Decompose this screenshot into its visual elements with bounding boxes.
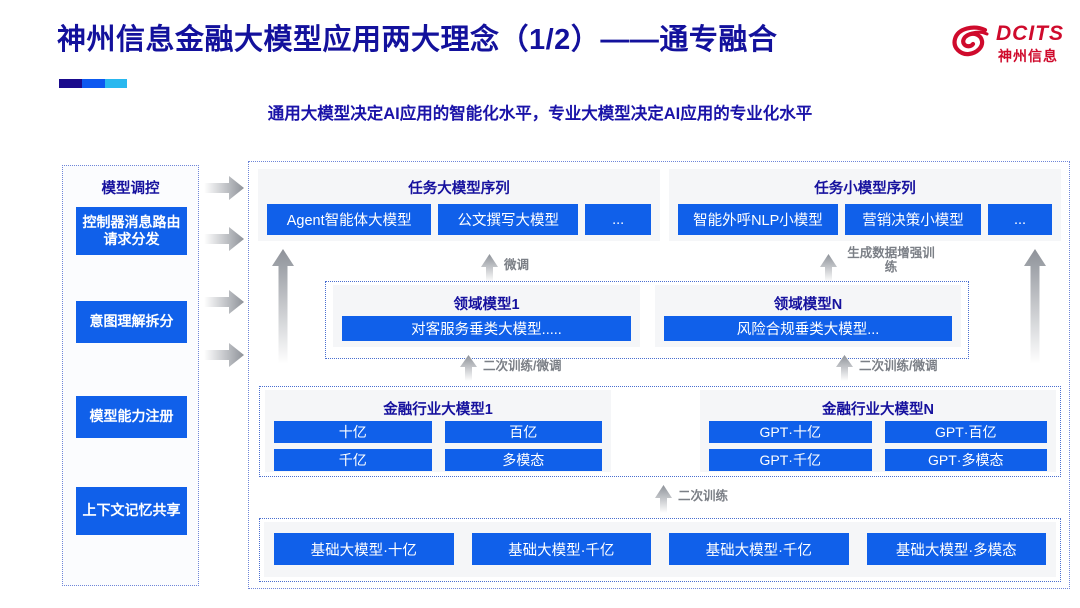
- domain-model-1-title: 领域模型1: [453, 297, 520, 313]
- arrow-label-finetune: 微调: [504, 258, 530, 272]
- finance-chip-1-3[interactable]: 多模态: [444, 449, 602, 471]
- base-chip-2[interactable]: 基础大模型·千亿: [669, 533, 849, 565]
- finance-chip-n-1[interactable]: GPT·百亿: [884, 421, 1047, 443]
- architecture-diagram-container: [248, 161, 1070, 589]
- finance-model-1-panel: 金融行业大模型1 十亿 百亿 千亿 多模态: [265, 390, 611, 472]
- task-big-chip-row: Agent智能体大模型 公文撰写大模型 ...: [258, 204, 660, 235]
- accent-bar: [59, 79, 127, 88]
- up-arrow-icon-data-aug: [820, 254, 837, 282]
- finance-chip-1-0[interactable]: 十亿: [274, 421, 432, 443]
- right-arrow-icon-1: [204, 176, 244, 200]
- logo-brand: DCITS: [996, 22, 1064, 45]
- task-small-model-title: 任务小模型序列: [814, 181, 916, 197]
- page-header: 神州信息金融大模型应用两大理念（1/2）——通专融合 通用大模型决定AI应用的智…: [0, 0, 1080, 140]
- task-chip-nlp[interactable]: 智能外呼NLP小模型: [678, 204, 838, 235]
- finance-chip-1-1[interactable]: 百亿: [444, 421, 602, 443]
- base-chip-0[interactable]: 基础大模型·十亿: [274, 533, 454, 565]
- arrow-label-retrain-base: 二次训练: [678, 489, 729, 503]
- finance-chip-1-2[interactable]: 千亿: [274, 449, 432, 471]
- finance-chip-n-3[interactable]: GPT·多模态: [884, 449, 1047, 471]
- finance-chip-n-2[interactable]: GPT·千亿: [709, 449, 872, 471]
- task-big-model-title: 任务大模型序列: [408, 181, 510, 197]
- model-control-title: 模型调控: [101, 181, 160, 197]
- up-arrow-icon-retrain-base: [655, 485, 672, 513]
- up-arrow-icon-finetune: [481, 254, 498, 282]
- domain-model-n-title: 领域模型N: [773, 297, 843, 313]
- base-chip-3[interactable]: 基础大模型·多模态: [866, 533, 1046, 565]
- page-subtitle: 通用大模型决定AI应用的智能化水平，专业大模型决定AI应用的专业化水平: [267, 105, 813, 123]
- finance-model-n-grid: GPT·十亿 GPT·百亿 GPT·千亿 GPT·多模态: [709, 421, 1047, 471]
- finance-model-1-grid: 十亿 百亿 千亿 多模态: [274, 421, 602, 471]
- up-arrow-icon-retrain-right: [836, 355, 853, 381]
- task-big-model-panel: 任务大模型序列 Agent智能体大模型 公文撰写大模型 ...: [258, 169, 660, 241]
- up-arrow-icon-left-outer: [272, 249, 294, 364]
- up-arrow-icon-right-outer: [1024, 249, 1046, 364]
- finance-model-n-title: 金融行业大模型N: [822, 402, 934, 418]
- arrow-label-retrain-right: 二次训练/微调: [859, 359, 938, 373]
- domain-model-1-chip[interactable]: 对客服务垂类大模型.....: [342, 316, 631, 341]
- control-item-router[interactable]: 控制器消息路由请求分发: [76, 207, 187, 255]
- domain-model-n-panel: 领域模型N 风险合规垂类大模型...: [655, 285, 961, 347]
- control-item-context[interactable]: 上下文记忆共享: [76, 487, 187, 535]
- task-chip-more-2[interactable]: ...: [988, 204, 1052, 235]
- control-item-intent[interactable]: 意图理解拆分: [76, 301, 187, 343]
- finance-layer-border: [259, 386, 1061, 477]
- swirl-icon: [952, 25, 989, 57]
- right-arrow-icon-3: [204, 290, 244, 314]
- control-item-registry[interactable]: 模型能力注册: [76, 396, 187, 438]
- logo-brand-cn: 神州信息: [998, 48, 1058, 64]
- finance-chip-n-0[interactable]: GPT·十亿: [709, 421, 872, 443]
- task-chip-more[interactable]: ...: [585, 204, 651, 235]
- base-model-row: 基础大模型·十亿 基础大模型·千亿 基础大模型·千亿 基础大模型·多模态: [264, 533, 1056, 565]
- domain-layer-border: [325, 281, 969, 359]
- task-chip-agent[interactable]: Agent智能体大模型: [267, 204, 432, 235]
- task-chip-marketing[interactable]: 营销决策小模型: [844, 204, 982, 235]
- model-control-panel: 模型调控 控制器消息路由请求分发 意图理解拆分 模型能力注册 上下文记忆共享: [62, 165, 199, 586]
- task-chip-doc[interactable]: 公文撰写大模型: [438, 204, 579, 235]
- page-title: 神州信息金融大模型应用两大理念（1/2）——通专融合: [57, 24, 778, 56]
- domain-model-n-chip[interactable]: 风险合规垂类大模型...: [664, 316, 952, 341]
- dcits-logo: DCITS 神州信息: [952, 20, 1072, 68]
- base-chip-1[interactable]: 基础大模型·千亿: [471, 533, 651, 565]
- finance-model-n-panel: 金融行业大模型N GPT·十亿 GPT·百亿 GPT·千亿 GPT·多模态: [700, 390, 1056, 472]
- right-arrow-icon-2: [204, 227, 244, 251]
- task-small-chip-row: 智能外呼NLP小模型 营销决策小模型 ...: [669, 204, 1061, 235]
- task-small-model-panel: 任务小模型序列 智能外呼NLP小模型 营销决策小模型 ...: [669, 169, 1061, 241]
- base-model-panel: 基础大模型·十亿 基础大模型·千亿 基础大模型·千亿 基础大模型·多模态: [264, 522, 1056, 577]
- up-arrow-icon-retrain-left: [460, 355, 477, 381]
- finance-model-1-title: 金融行业大模型1: [383, 402, 493, 418]
- arrow-label-data-aug: 生成数据增强训练: [847, 246, 935, 275]
- domain-model-1-panel: 领域模型1 对客服务垂类大模型.....: [333, 285, 640, 347]
- right-arrow-icon-4: [204, 343, 244, 367]
- base-layer-border: [259, 518, 1061, 582]
- arrow-label-retrain-left: 二次训练/微调: [483, 359, 562, 373]
